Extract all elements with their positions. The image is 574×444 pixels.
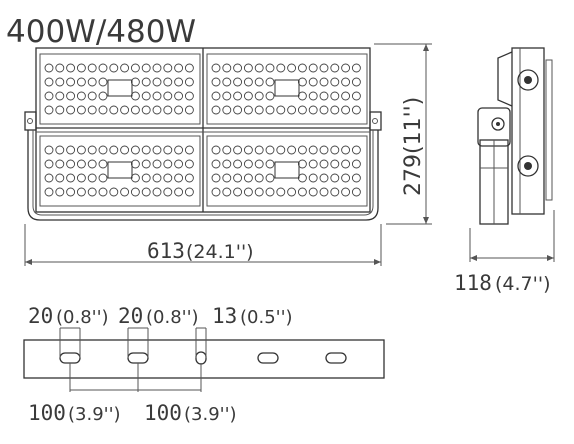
bracket-top-label-2-inch: (0.8'')	[146, 307, 199, 328]
led-modules	[44, 63, 361, 197]
front-view	[24, 47, 382, 221]
model-title: 400W/480W	[6, 14, 196, 50]
bracket-top-label-2-mm: 20	[118, 304, 143, 328]
bracket-bottom-label-2-mm: 100	[144, 401, 182, 425]
bracket-bottom-label-2-inch: (3.9'')	[184, 404, 237, 425]
depth-dimension	[469, 210, 555, 262]
depth-inch-label: (4.7'')	[495, 273, 551, 295]
bracket-top-label-1-inch: (0.8'')	[56, 307, 109, 328]
bracket-view	[23, 327, 385, 392]
bracket-top-label-1-mm: 20	[28, 304, 53, 328]
left-bracket-tab	[24, 111, 37, 131]
bracket-bottom-label-1-inch: (3.9'')	[68, 404, 121, 425]
u-bracket	[27, 130, 379, 221]
height-label: 279(11'')	[401, 97, 426, 196]
right-bracket-tab	[369, 111, 382, 131]
width-inch-label: (24.1'')	[186, 241, 254, 263]
side-view	[477, 47, 553, 225]
bracket-bottom-label-1-mm: 100	[28, 401, 66, 425]
height-dimension	[374, 43, 432, 225]
width-mm-label: 613	[147, 239, 185, 263]
depth-mm-label: 118	[454, 271, 492, 295]
width-dimension	[24, 224, 382, 266]
bracket-top-label-3-inch: (0.5'')	[240, 307, 293, 328]
bracket-top-label-3-mm: 13	[212, 304, 237, 328]
